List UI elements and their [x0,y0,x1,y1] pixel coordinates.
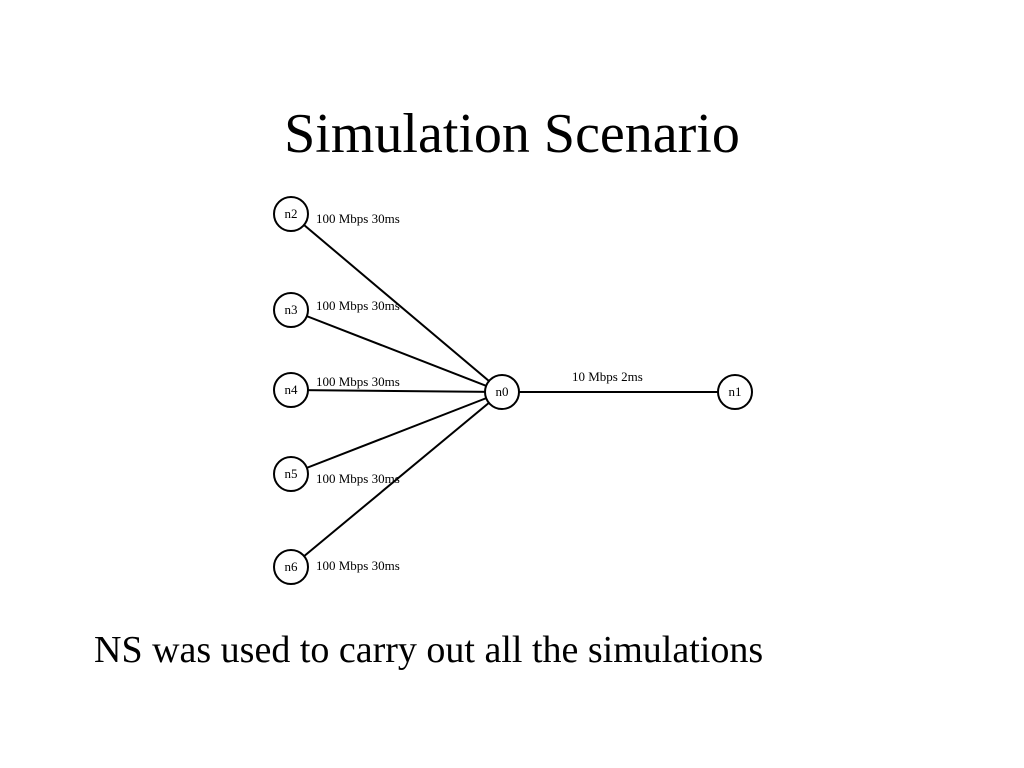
node-label-n0: n0 [496,384,509,399]
link-n6-n0 [290,391,503,568]
link-label-n3-n0: 100 Mbps 30ms [316,298,400,313]
link-n2-n0 [290,213,503,393]
node-label-n2: n2 [285,206,298,221]
link-label-n2-n0: 100 Mbps 30ms [316,211,400,226]
node-label-n3: n3 [285,302,298,317]
link-n4-n0 [290,389,503,393]
node-n1: n1 [717,374,753,410]
node-label-n1: n1 [729,384,742,399]
link-label-n6-n0: 100 Mbps 30ms [316,558,400,573]
node-n2: n2 [273,196,309,232]
node-n6: n6 [273,549,309,585]
link-label-n4-n0: 100 Mbps 30ms [316,374,400,389]
node-label-n4: n4 [285,382,299,397]
node-n3: n3 [273,292,309,328]
node-n4: n4 [273,372,309,408]
link-label-n0-n1: 10 Mbps 2ms [572,369,643,384]
node-n5: n5 [273,456,309,492]
link-n3-n0 [290,309,503,393]
node-n0: n0 [484,374,520,410]
link-label-n5-n0: 100 Mbps 30ms [316,471,400,486]
link-n5-n0 [290,391,503,475]
node-label-n6: n6 [285,559,299,574]
slide-title: Simulation Scenario [284,103,740,165]
node-label-n5: n5 [285,466,298,481]
slide-caption: NS was used to carry out all the simulat… [94,629,764,671]
